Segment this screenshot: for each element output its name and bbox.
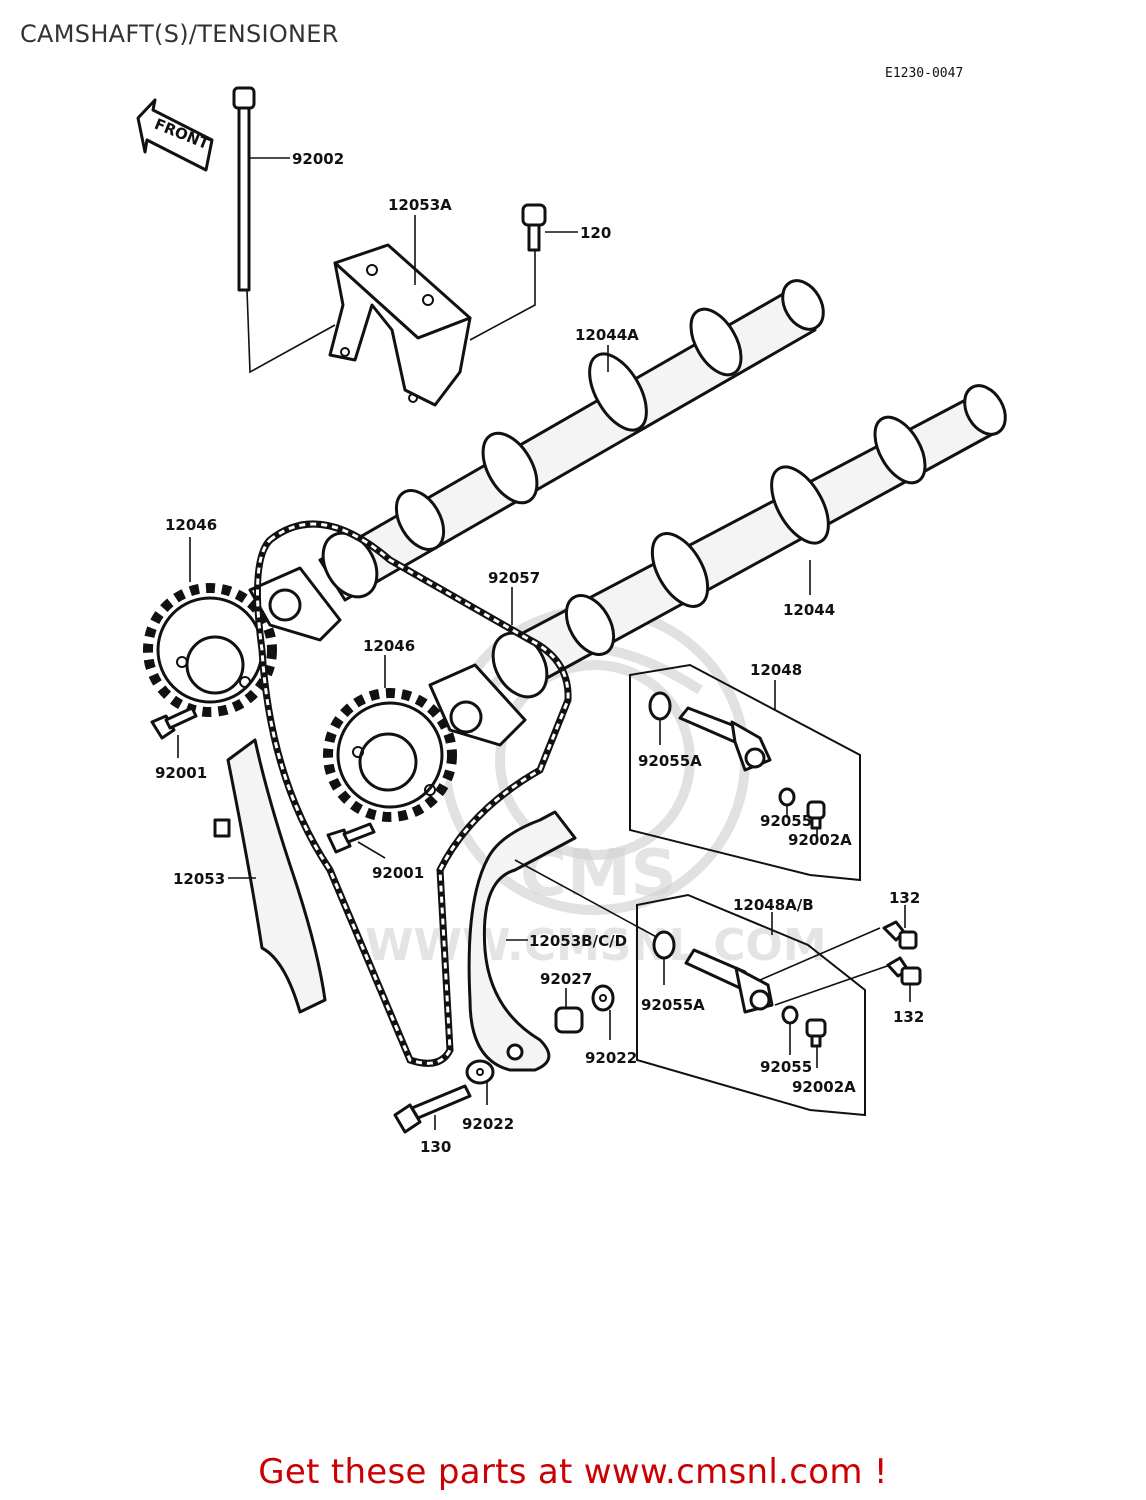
label-92057: 92057	[488, 569, 540, 587]
tensioner-12048-box	[629, 663, 861, 882]
parts-diagram: CMS WWW.CMSNL.COM E1230-0047 FRONT 92002…	[136, 66, 1007, 1156]
label-132-lower: 132	[893, 1008, 924, 1026]
page-title: CAMSHAFT(S)/TENSIONER	[20, 20, 339, 48]
label-92002A-lower: 92002A	[792, 1078, 856, 1096]
sprocket-12046-left	[143, 583, 277, 717]
bolt-132-lower	[886, 956, 922, 986]
tensioner-12048-body	[678, 706, 772, 772]
diagram-code: E1230-0047	[885, 66, 963, 81]
bolt-92001-left	[150, 706, 198, 740]
label-12044: 12044	[783, 601, 835, 619]
bolt-92001-center	[326, 822, 376, 854]
label-92001-left: 92001	[155, 764, 207, 782]
camshaft-cap-bracket	[328, 243, 472, 407]
label-12053A: 12053A	[388, 196, 452, 214]
label-92027: 92027	[540, 970, 592, 988]
washer-92022-center	[591, 984, 615, 1012]
label-92001-center: 92001	[372, 864, 424, 882]
leader-132-lower-link	[774, 964, 891, 1006]
leader-92001-center	[357, 841, 386, 859]
label-12046-center: 12046	[363, 637, 415, 655]
tensioner-12048AB-box	[636, 893, 866, 1117]
bolt-130	[393, 1084, 472, 1134]
label-92002A-upper: 92002A	[788, 831, 852, 849]
label-92055-upper: 92055	[760, 812, 812, 830]
camshaft-12044A	[318, 279, 825, 602]
camshaft-12044	[491, 384, 1007, 699]
label-12053: 12053	[173, 870, 225, 888]
label-92022-center: 92022	[585, 1049, 637, 1067]
label-120: 120	[580, 224, 611, 242]
bolt-132-upper	[882, 920, 918, 950]
label-12048: 12048	[750, 661, 802, 679]
tensioner-12048AB-body	[684, 948, 774, 1014]
oring-92055A-lower	[652, 930, 676, 960]
label-132-upper: 132	[889, 889, 920, 907]
label-12046-left: 12046	[165, 516, 217, 534]
chain-guide-12053	[213, 738, 327, 1014]
camshaft-hub-upper	[248, 566, 342, 642]
leader-132-upper-link	[759, 927, 881, 981]
label-92055A-upper: 92055A	[638, 752, 702, 770]
sleeve-92027	[554, 1006, 584, 1034]
label-130: 130	[420, 1138, 451, 1156]
long-bolt-part	[232, 86, 256, 292]
oring-92055A-upper	[648, 691, 672, 721]
label-12044A: 12044A	[575, 326, 639, 344]
bolt-120-part	[521, 203, 547, 252]
tensioner-arm	[467, 810, 577, 1072]
label-92002: 92002	[292, 150, 344, 168]
label-92055A-lower: 92055A	[641, 996, 705, 1014]
label-92022-lower: 92022	[462, 1115, 514, 1133]
bolt-92002A-lower	[805, 1018, 827, 1048]
footer-cta-link[interactable]: Get these parts at www.cmsnl.com !	[258, 1452, 888, 1492]
sprocket-12046-center	[323, 688, 457, 822]
label-92055-lower: 92055	[760, 1058, 812, 1076]
oring-92055-upper	[778, 787, 796, 807]
label-12053BCD: 12053B/C/D	[529, 932, 627, 950]
camshaft-hub-lower	[428, 663, 527, 747]
front-arrow-icon: FRONT	[136, 98, 214, 172]
cam-chain	[254, 520, 572, 1067]
leader-92002-path	[246, 289, 336, 374]
washer-92022-lower	[465, 1059, 495, 1085]
bolt-92002A-upper	[806, 800, 826, 830]
label-12048AB: 12048A/B	[733, 896, 814, 914]
leader-120-path	[469, 250, 536, 341]
oring-92055-lower	[781, 1005, 799, 1025]
